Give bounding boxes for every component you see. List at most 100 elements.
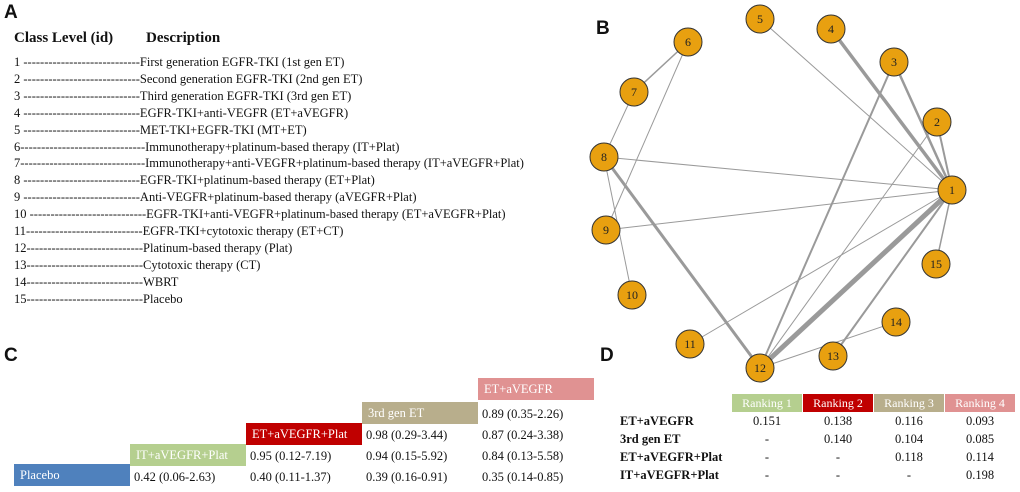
network-edge (602, 156, 762, 369)
network-edge (832, 189, 953, 357)
network-node-circle (922, 107, 952, 137)
class-row: 3 ----------------------------Third gene… (14, 89, 352, 103)
class-row: 6------------------------------Immunothe… (14, 140, 400, 154)
network-node: 2 (922, 107, 952, 137)
network-node: 9 (591, 215, 621, 245)
ranking-row-label: ET+aVEGFR (620, 414, 694, 428)
network-edge (605, 41, 689, 231)
network-node-label: 3 (891, 55, 897, 69)
network-node-label: 8 (601, 150, 607, 164)
ranking-cell: 0.116 (895, 414, 923, 428)
ranking-cell: 0.085 (965, 432, 995, 446)
network-edge (758, 188, 954, 370)
network-node-circle (881, 307, 911, 337)
league-label-it-avegfr-plat: IT+aVEGFR+Plat (130, 444, 246, 466)
ranking-cell: 0.140 (823, 432, 853, 446)
network-node-circle (617, 280, 647, 310)
network-node-label: 14 (890, 315, 902, 329)
description-header: Description (146, 30, 221, 46)
network-edge (759, 18, 953, 191)
ranking-cell: 0.138 (823, 414, 853, 428)
network-node: 15 (921, 249, 951, 279)
network-edge (605, 189, 953, 231)
class-row: 7------------------------------Immunothe… (14, 156, 524, 170)
panel-label-c: C (4, 345, 18, 366)
league-cell: 0.89 (0.35-2.26) (482, 407, 564, 421)
network-node-label: 2 (934, 115, 940, 129)
network-edge (759, 121, 938, 369)
network-edge (759, 61, 895, 369)
ranking-row-label: 3rd gen ET (620, 432, 681, 446)
network-node-circle (745, 353, 775, 383)
class-row: 1 ----------------------------First gene… (14, 55, 345, 69)
league-cell: 0.94 (0.15-5.92) (366, 449, 448, 463)
ranking-header-1: Ranking 1 (732, 394, 802, 412)
league-label-et-avegfr-plat: ET+aVEGFR+Plat (246, 423, 362, 445)
network-node: 6 (673, 27, 703, 57)
network-node: 11 (675, 329, 705, 359)
network-node-circle (879, 47, 909, 77)
network-node: 5 (745, 4, 775, 34)
network-node-label: 12 (754, 361, 766, 375)
network-edge (689, 189, 953, 345)
ranking-header-4: Ranking 4 (945, 394, 1015, 412)
network-node-circle (591, 215, 621, 245)
ranking-cell: 0.104 (894, 432, 924, 446)
network-edge (892, 61, 954, 191)
network-node: 3 (879, 47, 909, 77)
network-node-label: 10 (626, 288, 638, 302)
network-node: 12 (745, 353, 775, 383)
class-row: 14----------------------------WBRT (14, 275, 179, 289)
ranking-cell: - (835, 468, 841, 482)
network-node-label: 6 (685, 35, 691, 49)
league-label-placebo: Placebo (14, 464, 130, 486)
class-row: 15----------------------------Placebo (14, 292, 183, 306)
ranking-cell: 0.114 (966, 450, 994, 464)
network-node-circle (675, 329, 705, 359)
class-row: 11----------------------------EGFR-TKI+c… (14, 224, 344, 238)
ranking-row-label: ET+aVEGFR+Plat (620, 450, 723, 464)
ranking-cell: - (906, 468, 912, 482)
network-node-circle (589, 142, 619, 172)
network-node-circle (937, 175, 967, 205)
league-label-et-avegfr: ET+aVEGFR (478, 378, 594, 400)
ranking-header-2: Ranking 2 (803, 394, 873, 412)
panel-label-d: D (600, 345, 614, 366)
network-edge (829, 27, 954, 192)
class-row: 10 ----------------------------EGFR-TKI+… (14, 207, 506, 221)
network-node: 14 (881, 307, 911, 337)
ranking-cell: 0.093 (965, 414, 995, 428)
network-node-label: 5 (757, 12, 763, 26)
league-cell: 0.95 (0.12-7.19) (250, 449, 332, 463)
class-level-header: Class Level (id) (14, 30, 114, 46)
network-node: 10 (617, 280, 647, 310)
network-node-label: 9 (603, 223, 609, 237)
network-node-label: 4 (828, 22, 834, 36)
class-row: 9 ----------------------------Anti-VEGFR… (14, 190, 417, 204)
network-node-label: 11 (684, 337, 696, 351)
ranking-cell: 0.118 (895, 450, 923, 464)
league-label-3rd-gen-et: 3rd gen ET (362, 402, 478, 424)
network-node-label: 1 (949, 183, 955, 197)
network-node-circle (921, 249, 951, 279)
ranking-cell: 0.198 (965, 468, 995, 482)
network-node-label: 15 (930, 257, 942, 271)
league-cell: 0.40 (0.11-1.37) (250, 470, 331, 484)
network-edge (603, 156, 953, 191)
ranking-cell: - (835, 450, 841, 464)
class-row: 13----------------------------Cytotoxic … (14, 258, 261, 272)
ranking-cell: - (764, 432, 770, 446)
panel-label-b: B (596, 18, 610, 39)
league-cell: 0.87 (0.24-3.38) (482, 428, 564, 442)
league-cell: 0.98 (0.29-3.44) (366, 428, 448, 442)
ranking-cell: 0.151 (752, 414, 782, 428)
class-row: 2 ----------------------------Second gen… (14, 72, 363, 86)
network-node-circle (619, 77, 649, 107)
class-row: 5 ----------------------------MET-TKI+EG… (14, 123, 307, 137)
league-cell: 0.84 (0.13-5.58) (482, 449, 564, 463)
network-node-circle (818, 341, 848, 371)
network-node: 8 (589, 142, 619, 172)
class-row: 4 ----------------------------EGFR-TKI+a… (14, 106, 349, 120)
